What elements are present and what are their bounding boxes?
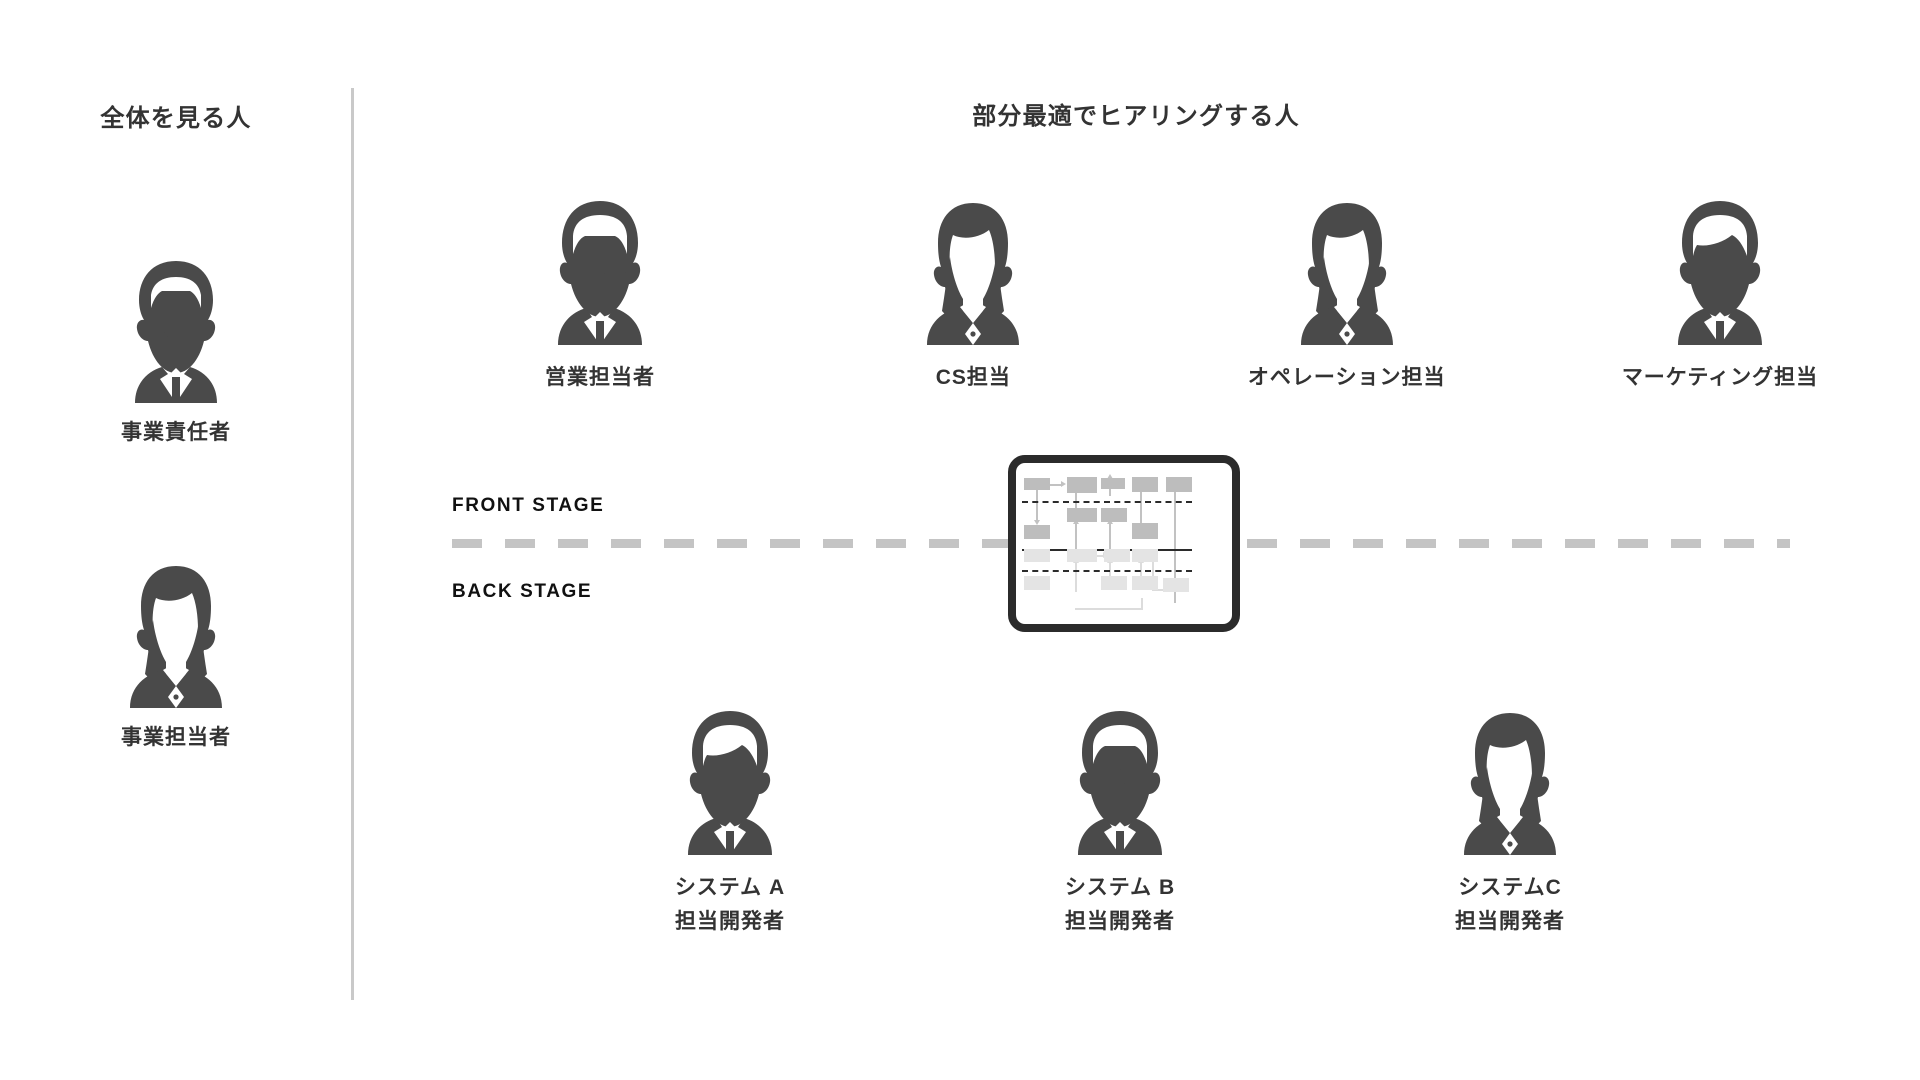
back-person-system-c-line1: システムC [1458, 876, 1562, 899]
back-person-system-a-line2: 担当開発者 [675, 909, 785, 933]
person-man-icon-svg [688, 711, 772, 855]
bp-connector [1075, 562, 1077, 592]
right-column-title: 部分最適でヒアリングする人 [972, 103, 1300, 130]
back-person-system-b: システム B 担当開発者 [970, 690, 1270, 938]
bp-dashed-divider [1022, 501, 1192, 503]
left-person-1: 事業責任者 [0, 238, 352, 447]
bp-node [1067, 508, 1097, 522]
bp-node [1067, 549, 1097, 562]
front-person-operation: オペレーション担当 [1197, 180, 1497, 395]
bp-node [1104, 549, 1130, 562]
bp-connector [1109, 523, 1111, 571]
bp-connector [1075, 608, 1143, 610]
person-woman-icon-svg [1464, 713, 1556, 855]
bp-node [1101, 576, 1127, 590]
person-man-glasses-icon [450, 180, 750, 345]
bp-node [1132, 576, 1158, 590]
bp-connector [1152, 589, 1164, 591]
bp-connector [1152, 555, 1154, 589]
bp-connector [1174, 488, 1176, 603]
back-person-system-c-line2: 担当開発者 [1455, 909, 1565, 933]
bp-arrow-down-icon [1033, 520, 1040, 525]
person-man-glasses-icon-svg [1078, 711, 1162, 855]
person-woman-icon-svg [927, 203, 1020, 345]
bp-dashed-divider [1022, 570, 1192, 572]
person-man-icon [1570, 180, 1870, 345]
front-person-marketing-label: マーケティング担当 [1621, 366, 1819, 389]
bp-node [1166, 477, 1192, 492]
bp-arrow-up-icon [1106, 474, 1113, 479]
front-person-sales: 営業担当者 [450, 180, 750, 395]
bp-node [1132, 549, 1158, 562]
person-woman-icon [1197, 180, 1497, 345]
left-column-title: 全体を見る人 [100, 105, 252, 132]
bp-node [1024, 576, 1050, 590]
bp-connector [1140, 488, 1142, 533]
back-stage-people-row: システム A 担当開発者 システム B 担当開発者 [580, 690, 1660, 938]
back-person-system-b-line1: システム B [1064, 876, 1176, 899]
person-mustache-icon [0, 238, 352, 403]
person-woman-icon [1360, 690, 1660, 855]
left-person-1-label: 事業責任者 [121, 421, 231, 444]
bp-node [1024, 549, 1050, 562]
person-woman-icon [823, 180, 1123, 345]
person-man-glasses-icon [970, 690, 1270, 855]
person-mustache-icon-svg [135, 261, 217, 403]
back-person-system-c-label: システムC 担当開発者 [1360, 871, 1660, 938]
person-man-icon-svg [1677, 201, 1762, 345]
service-blueprint-thumbnail[interactable] [1008, 455, 1240, 632]
person-woman-icon-svg [130, 566, 222, 708]
person-man-icon [580, 690, 880, 855]
back-person-system-b-line2: 担当開発者 [1065, 909, 1175, 933]
column-divider [351, 88, 354, 1000]
bp-node [1024, 478, 1050, 490]
bp-connector [1141, 598, 1143, 609]
bp-connector [1075, 523, 1077, 571]
bp-connector [1036, 487, 1038, 521]
bp-node [1101, 508, 1127, 522]
front-stage-people-row: 営業担当者 CS担当 [450, 180, 1870, 395]
left-person-2-label: 事業担当者 [121, 726, 231, 749]
front-person-cs-label: CS担当 [935, 366, 1011, 389]
bp-arrow-right-icon [1061, 481, 1066, 487]
front-person-operation-label: オペレーション担当 [1247, 366, 1446, 389]
front-person-sales-label: 営業担当者 [545, 366, 655, 389]
back-person-system-b-label: システム B 担当開発者 [970, 871, 1270, 938]
bp-node [1132, 477, 1158, 492]
back-person-system-a: システム A 担当開発者 [580, 690, 880, 938]
front-person-cs: CS担当 [823, 180, 1123, 395]
person-man-glasses-icon-svg [558, 201, 642, 345]
front-person-marketing: マーケティング担当 [1570, 180, 1870, 395]
back-person-system-a-label: システム A 担当開発者 [580, 871, 880, 938]
person-woman-icon-svg [1300, 203, 1393, 345]
bp-connector [1075, 489, 1077, 509]
left-column: 全体を見る人 事業責任者 [0, 0, 354, 1080]
bp-node [1163, 578, 1189, 592]
person-woman-icon [0, 543, 352, 708]
service-blueprint-inner [1016, 463, 1232, 624]
bp-node [1067, 477, 1097, 493]
bp-connector [1040, 484, 1062, 486]
bp-node [1132, 523, 1158, 539]
bp-node [1024, 525, 1050, 539]
back-stage-label: BACK STAGE [452, 581, 593, 602]
back-person-system-c: システムC 担当開発者 [1360, 690, 1660, 938]
back-person-system-a-line1: システム A [674, 876, 786, 899]
bp-node [1101, 478, 1125, 489]
front-stage-label: FRONT STAGE [452, 495, 605, 516]
left-person-2: 事業担当者 [0, 543, 352, 752]
bp-connector [1140, 562, 1142, 587]
